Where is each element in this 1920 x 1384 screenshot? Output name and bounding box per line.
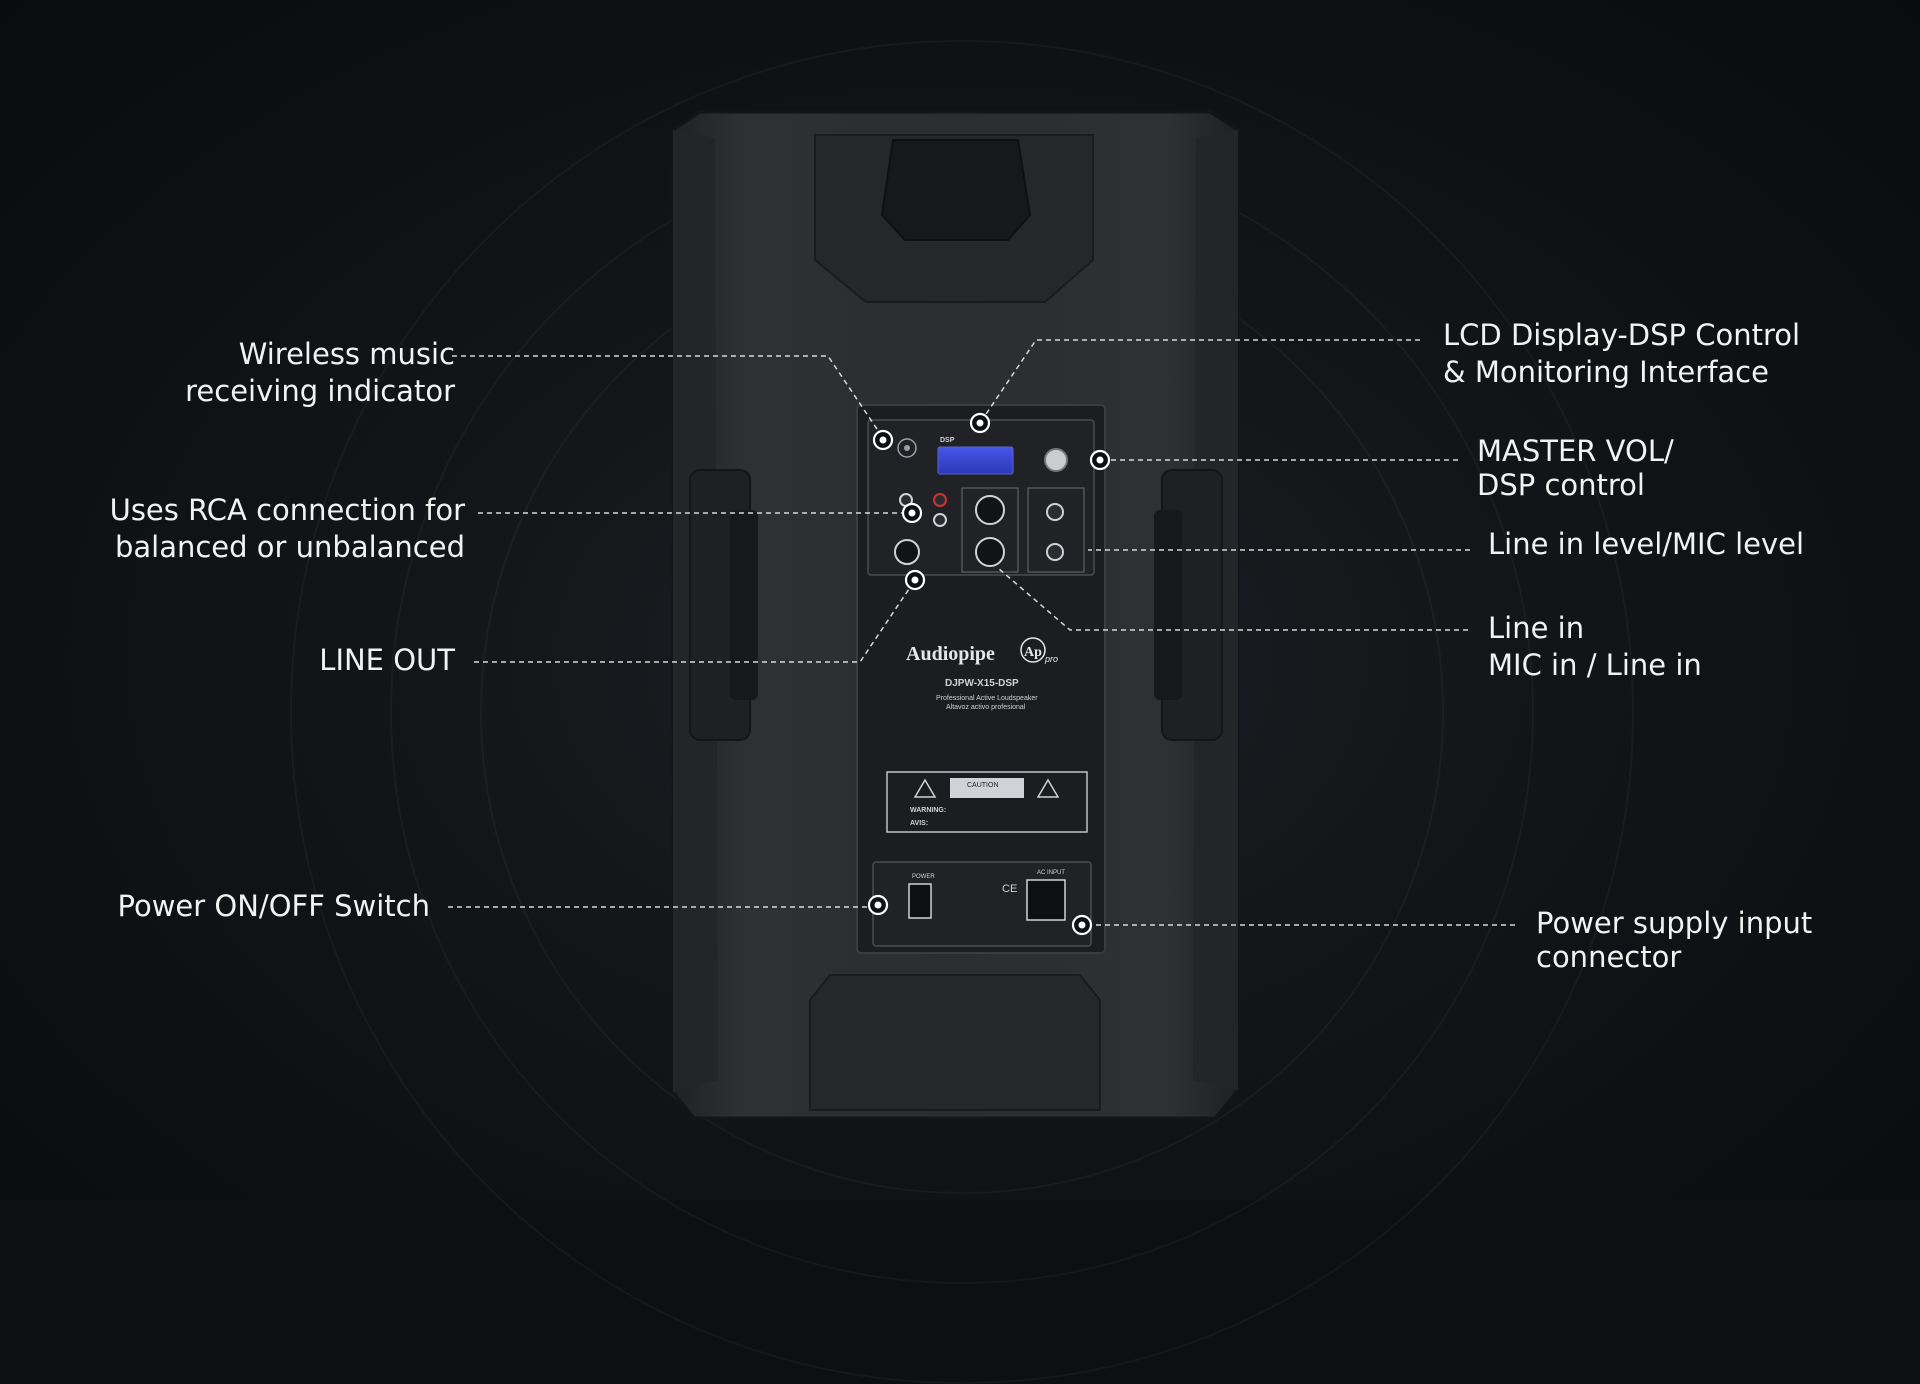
callout-line-out-line-1: LINE OUT xyxy=(319,643,455,677)
callout-lcd-line-2: & Monitoring Interface xyxy=(1443,355,1769,389)
callout-master-vol-line-1: MASTER VOL/ xyxy=(1477,434,1674,468)
ac-input-label: AC INPUT xyxy=(1037,870,1065,876)
dsp-label: DSP xyxy=(940,437,955,444)
callout-power-supply-line-1: Power supply input xyxy=(1536,906,1813,940)
brand-mark: Ap xyxy=(1024,645,1042,660)
combo-jack xyxy=(975,537,1005,567)
xlr-line-out-jack xyxy=(894,539,920,565)
callout-rca-line-1: Uses RCA connection for xyxy=(109,493,465,527)
callout-master-vol: MASTER VOL/ DSP control xyxy=(1477,434,1674,502)
power-label: POWER xyxy=(912,874,935,880)
rca-jack xyxy=(933,513,947,527)
ce-mark: CE xyxy=(1002,883,1017,895)
diagram-stage: DSP Audiopipe Ap pro DJPW-X15-DSP Profes… xyxy=(0,0,1920,1200)
callout-power-supply: Power supply input connector xyxy=(1536,906,1812,974)
cabinet-bottom-recess xyxy=(809,974,1101,1111)
callout-lcd: LCD Display-DSP Control & Monitoring Int… xyxy=(1443,317,1800,391)
caution-label: CAUTION xyxy=(967,782,999,789)
callout-wireless-line-2: receiving indicator xyxy=(185,374,455,408)
warning-icon xyxy=(1036,778,1060,798)
top-handle xyxy=(880,139,1032,241)
brand-mark-sub: pro xyxy=(1044,654,1058,664)
model-name: DJPW-X15-DSP xyxy=(945,678,1019,689)
callout-master-vol-line-2: DSP control xyxy=(1477,468,1645,502)
combo-jack xyxy=(975,495,1005,525)
callout-lcd-line-1: LCD Display-DSP Control xyxy=(1443,318,1801,352)
ac-input-connector xyxy=(1026,879,1066,921)
warning-icon xyxy=(913,778,937,798)
callout-rca-line-2: balanced or unbalanced xyxy=(114,530,465,564)
callout-line-in: Line in MIC in / Line in xyxy=(1488,610,1702,684)
level-knob xyxy=(1046,503,1064,521)
callout-wireless: Wireless music receiving indicator xyxy=(185,336,455,410)
master-vol-knob xyxy=(1044,448,1068,472)
callout-rca: Uses RCA connection for balanced or unba… xyxy=(110,492,465,566)
callout-power-supply-line-2: connector xyxy=(1536,940,1682,974)
lcd-display xyxy=(937,446,1014,475)
callout-line-level: Line in level/MIC level xyxy=(1488,526,1804,563)
left-handle-grip xyxy=(730,510,758,700)
callout-line-in-line-1: Line in xyxy=(1488,611,1585,645)
callout-wireless-line-1: Wireless music xyxy=(238,337,455,371)
power-switch xyxy=(908,883,932,919)
rca-jack xyxy=(899,493,913,507)
wireless-indicator-icon xyxy=(897,438,917,458)
brand-logo: Audiopipe xyxy=(906,643,995,665)
callout-power-switch: Power ON/OFF Switch xyxy=(118,888,430,925)
model-subtitle-es: Altavoz activo profesional xyxy=(946,704,1026,711)
input-section xyxy=(961,487,1019,573)
callout-line-level-line-1: Line in level/MIC level xyxy=(1488,527,1805,561)
avis-label: AVIS: xyxy=(910,820,928,827)
callout-line-in-line-2: MIC in / Line in xyxy=(1488,648,1702,682)
speaker-illustration: DSP Audiopipe Ap pro DJPW-X15-DSP Profes… xyxy=(671,110,1240,1120)
rca-jack xyxy=(933,493,947,507)
model-subtitle-en: Professional Active Loudspeaker xyxy=(936,695,1038,702)
callout-power-switch-line-1: Power ON/OFF Switch xyxy=(117,889,430,923)
warning-label: WARNING: xyxy=(910,807,946,814)
caution-box xyxy=(886,771,1088,833)
level-knob xyxy=(1046,543,1064,561)
right-handle-grip xyxy=(1154,510,1182,700)
callout-line-out: LINE OUT xyxy=(319,642,455,679)
